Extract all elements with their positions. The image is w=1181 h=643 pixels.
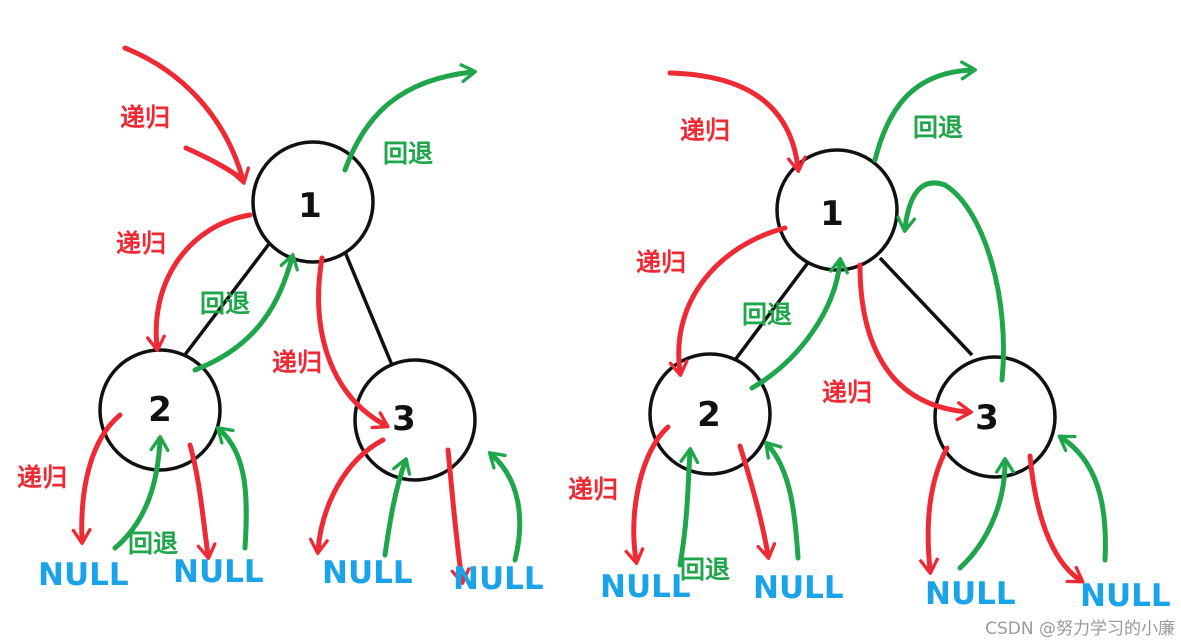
right-null-1: NULL: [600, 569, 691, 605]
right-label-backtrack-1: 回退: [913, 113, 963, 142]
left-tree: 1 2 3 递归 递归 递归 递归 回退 回退 回退 NULL NULL NUL…: [17, 45, 544, 597]
right-arrow-2-to-null-a: [624, 424, 671, 565]
right-arrow-3-to-1: [896, 180, 1006, 383]
left-node-1: [251, 140, 375, 264]
left-arrow-hook-root: [183, 145, 246, 183]
left-arrow-exit-root: [342, 63, 477, 173]
left-label-recurse-1: 递归: [120, 103, 170, 132]
right-tree: 1 2 3 递归 递归 递归 递归 回退 回退 回退 NULL NULL NUL…: [568, 60, 1171, 614]
left-arrow-null-b-to-2: [215, 426, 249, 551]
right-label-recurse-3: 递归: [822, 378, 872, 407]
right-node-1-label: 1: [820, 194, 844, 234]
right-arrow-2-to-1: [749, 257, 849, 391]
left-null-2: NULL: [173, 554, 264, 590]
right-arrow-null-b-to-3: [1057, 434, 1108, 563]
right-edge-1-2: [733, 258, 812, 362]
left-null-1: NULL: [38, 557, 129, 593]
right-arrow-enter-root: [667, 70, 807, 173]
left-label-recurse-3: 递归: [272, 348, 322, 377]
left-label-backtrack-1: 回退: [383, 139, 433, 168]
left-arrow-2-to-null-a: [71, 412, 123, 545]
left-edge-1-3: [343, 251, 394, 366]
left-null-3: NULL: [322, 555, 413, 591]
right-label-backtrack-3: 回退: [680, 555, 730, 584]
left-arrow-null-a-to-2: [112, 435, 170, 551]
right-node-3-label: 3: [975, 398, 999, 438]
right-arrow-null-b-to-2: [764, 440, 801, 561]
right-edge-1-3: [878, 256, 974, 357]
left-arrow-2-to-1: [192, 253, 299, 373]
left-node-2-label: 2: [148, 390, 172, 430]
left-label-recurse-4: 递归: [17, 463, 67, 492]
left-label-backtrack-3: 回退: [128, 529, 178, 558]
left-arrow-1-to-2: [146, 212, 253, 352]
watermark: CSDN @努力学习的小廉: [985, 619, 1175, 639]
left-arrow-enter-root: [122, 45, 251, 185]
right-label-recurse-1: 递归: [680, 116, 730, 145]
left-arrow-1-to-3: [316, 255, 390, 430]
right-node-2-label: 2: [697, 395, 721, 435]
left-arrow-3-to-null-a: [308, 437, 386, 555]
left-edge-1-2: [182, 238, 274, 358]
right-arrow-null-a-to-2: [677, 447, 700, 568]
right-label-recurse-2: 递归: [636, 248, 686, 277]
left-node-3-label: 3: [392, 399, 416, 439]
left-arrow-null-a-to-3: [382, 457, 412, 558]
right-null-4: NULL: [1080, 578, 1171, 614]
right-arrow-3-to-null-a: [919, 445, 950, 575]
left-arrow-null-b-to-3: [487, 451, 523, 563]
left-arrow-2-to-null-b: [187, 442, 217, 560]
right-arrow-1-to-3: [857, 262, 973, 422]
left-node-1-label: 1: [298, 186, 322, 226]
left-node-3: [353, 358, 477, 482]
right-arrow-null-a-to-3: [957, 457, 1015, 571]
right-arrow-3-to-null-b: [1027, 453, 1085, 584]
right-null-2: NULL: [753, 570, 844, 606]
right-label-recurse-4: 递归: [568, 475, 618, 504]
right-node-3: [933, 355, 1057, 479]
right-label-backtrack-2: 回退: [742, 300, 792, 329]
left-label-backtrack-2: 回退: [200, 289, 250, 318]
right-arrow-1-to-2: [668, 225, 788, 377]
left-label-recurse-2: 递归: [116, 229, 166, 258]
right-arrow-2-to-null-b: [737, 443, 777, 560]
right-null-3: NULL: [925, 576, 1016, 612]
left-null-4: NULL: [453, 561, 544, 597]
left-arrow-3-to-null-b: [445, 447, 471, 585]
right-arrow-exit-root: [872, 60, 977, 163]
